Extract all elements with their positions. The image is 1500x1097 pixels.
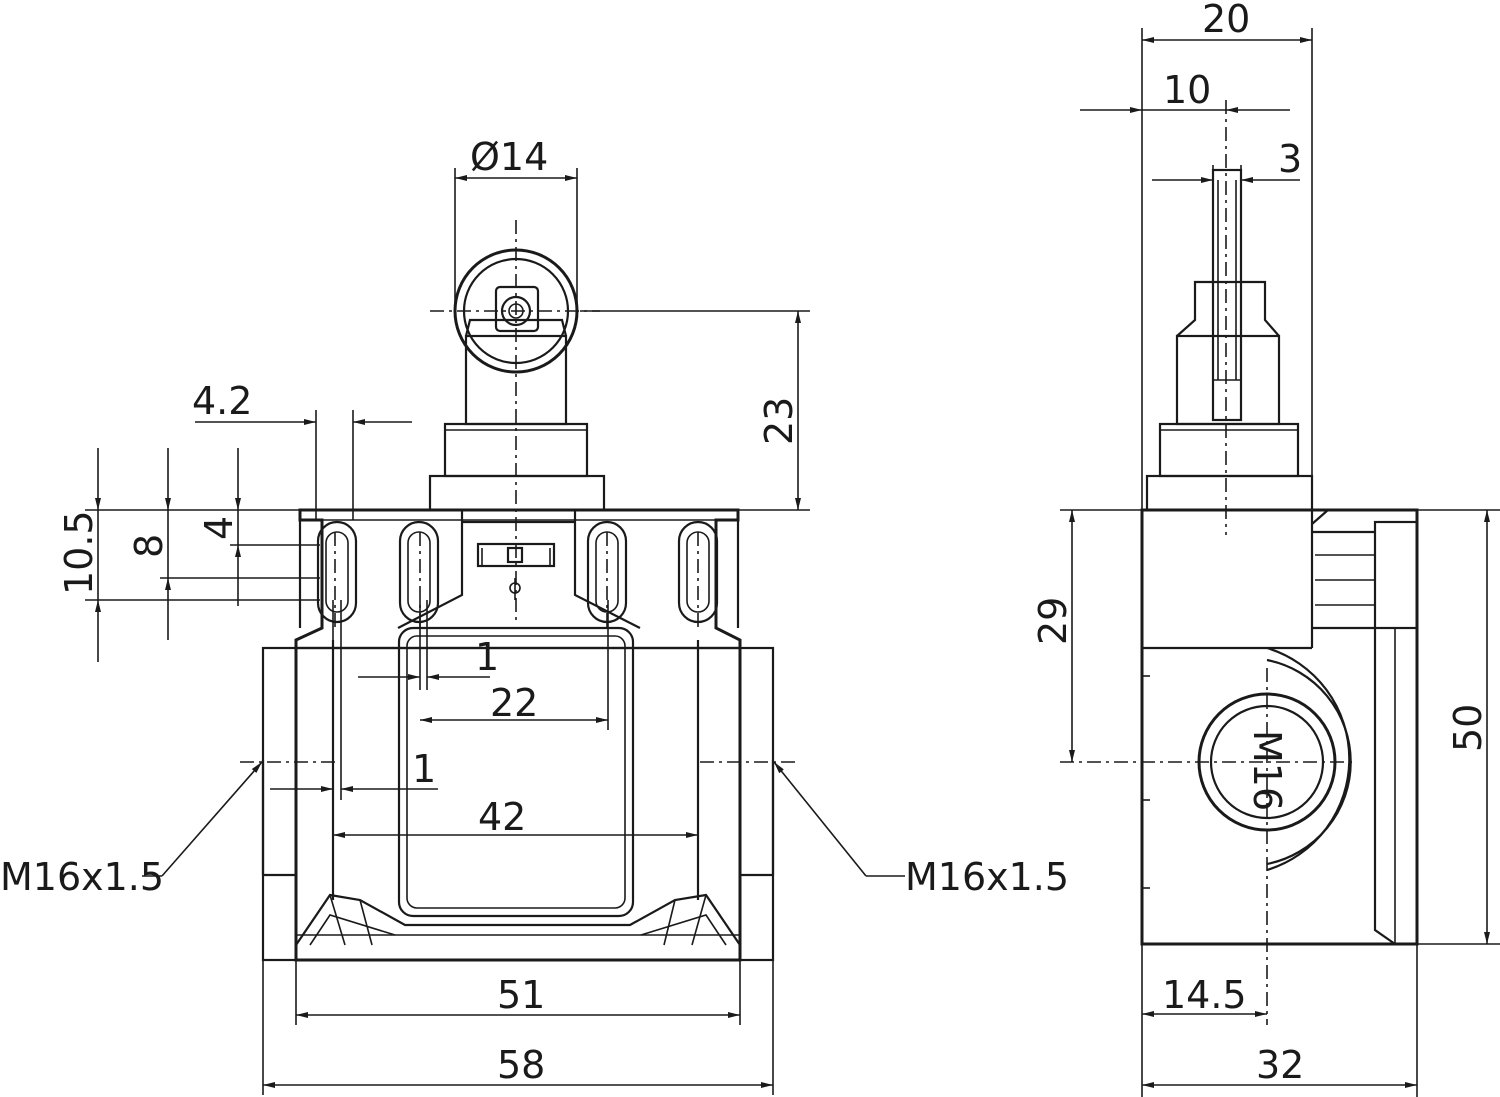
dim-roller-height: 23 [580,310,810,511]
side-cover [1311,508,1419,945]
dim-offset-lower: 1 [270,600,438,800]
dim-axis-offset-label: 14.5 [1162,973,1247,1017]
bottom-feet [295,893,741,946]
thread-callout-right: M16x1.5 [773,761,1069,899]
dim-total-height-label: 50 [1446,704,1490,752]
dim-lever-width: 3 [1152,137,1302,190]
side-actuator [1145,168,1314,512]
dim-half-width: 10 [1080,68,1290,113]
dim-slot-small-label: 4 [197,516,241,540]
dim-total-height: 50 [1417,509,1500,945]
top-plate [298,510,740,629]
dim-lever-width-label: 3 [1278,137,1302,181]
main-body [294,508,742,962]
dim-depth-label: 32 [1256,1043,1304,1087]
dim-roller-diameter-label: Ø14 [470,135,548,179]
dim-axis-offset: 14.5 [1141,944,1267,1097]
dim-depth: 32 [1142,944,1418,1097]
center-lines [240,220,795,763]
dim-inner-width: 22 [420,600,609,730]
dim-mid-width-label: 42 [478,795,526,839]
thread-callout-left: M16x1.5 [0,761,263,899]
slot-holes [316,520,719,624]
inner-cover [397,626,635,918]
dim-inner-width-label: 22 [490,681,538,725]
dim-slot-width-label: 4.2 [192,379,252,423]
dim-top-width: 20 [1141,0,1313,510]
dim-slot-heights: 10.5 8 4 [57,448,320,662]
actuator [428,318,606,512]
thread-right-label: M16x1.5 [905,855,1069,899]
dim-offset-upper: 1 [358,600,499,690]
dim-offset-lower-label: 1 [412,747,436,791]
dim-total-width: 58 [262,960,774,1095]
dim-axis-height-label: 29 [1031,597,1075,645]
front-view: Ø14 23 4.2 [0,135,1069,1095]
side-view: M16 20 [1031,0,1500,1097]
dim-total-width-label: 58 [497,1043,545,1087]
dim-axis-height: 29 [1031,509,1142,762]
thread-left-label: M16x1.5 [0,855,164,899]
dim-mid-width: 42 [333,795,698,839]
dim-body-width-label: 51 [497,973,545,1017]
dim-body-width: 51 [295,960,741,1025]
side-center-lines [1060,100,1355,1025]
dim-offset-upper-label: 1 [475,635,499,679]
dim-slot-width: 4.2 [192,379,412,520]
dim-top-width-label: 20 [1202,0,1250,41]
side-cable-boss: M16 [1197,646,1352,872]
dim-half-width-label: 10 [1163,68,1211,112]
dim-roller-diameter: Ø14 [454,135,578,311]
dim-slot-total-label: 10.5 [57,510,101,595]
dim-roller-height-label: 23 [757,397,801,445]
dim-slot-mid-label: 8 [127,534,171,558]
